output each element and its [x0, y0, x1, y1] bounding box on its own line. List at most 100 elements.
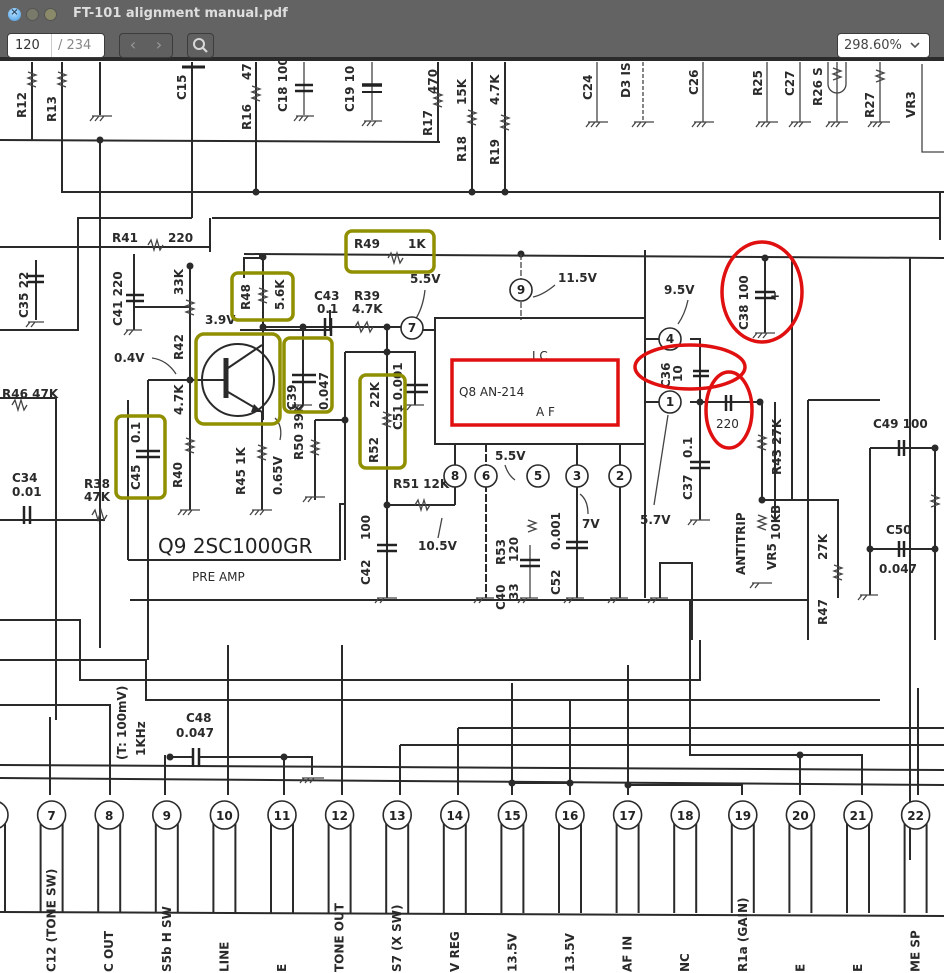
label-r16-val: 47: [240, 63, 254, 80]
chevron-down-icon: [909, 34, 921, 57]
previous-page-button[interactable]: ‹: [120, 34, 146, 57]
label-pre-amp: PRE AMP: [192, 570, 245, 584]
connector-function-label: E: [851, 964, 865, 972]
label-test-note: (T: 100mV): [115, 686, 129, 760]
label-c38: C38 100: [737, 275, 751, 330]
label-5.5v-top: 5.5V: [410, 272, 441, 286]
label-c35: C35 22: [17, 272, 31, 318]
connector-pin-label: 12: [331, 809, 348, 823]
current-page-input[interactable]: 120: [8, 34, 52, 57]
chevron-left-icon: ‹: [129, 35, 137, 54]
highlight-c36: [633, 343, 747, 391]
ic-pin-9: [509, 278, 533, 302]
label-c52-val: 0.001: [549, 512, 563, 550]
label-c36-val: 10: [671, 365, 685, 382]
label-r27: R27: [863, 92, 877, 118]
ic-pin-label: 3: [573, 469, 581, 483]
label-c36: C36: [659, 362, 673, 388]
label-10.5v: 10.5V: [418, 539, 458, 553]
connector-function-label: S7 (X SW): [390, 905, 404, 972]
highlight-r52: [358, 373, 407, 470]
label-r41: R41: [112, 231, 138, 245]
connector-function-label: LINE: [217, 942, 231, 972]
next-page-button[interactable]: ›: [146, 34, 172, 57]
zoom-level-select[interactable]: 298.60%: [837, 33, 930, 58]
connector-function-label: C12 (TONE SW): [45, 869, 59, 972]
connector-function-label: V REG: [448, 931, 462, 972]
search-button[interactable]: [187, 33, 214, 58]
zoom-level-value: 298.60%: [844, 38, 902, 53]
label-r51: R51 12K: [393, 477, 450, 491]
label-11.5v: 11.5V: [558, 271, 598, 285]
label-r12: R12: [15, 92, 29, 118]
label-c19: C19 10: [343, 66, 357, 112]
maximize-window-button[interactable]: [44, 8, 57, 21]
label-c50-val: 0.047: [879, 562, 917, 576]
label-r39-val: 4.7K: [352, 302, 383, 316]
label-r19-val: 4.7K: [488, 74, 502, 105]
title-bar: × FT-101 alignment manual.pdf: [0, 0, 944, 30]
page-number-field[interactable]: 120 / 234: [7, 33, 105, 58]
connector-pin-12: [324, 800, 355, 830]
page-navigation: ‹ ›: [119, 33, 173, 58]
close-icon: ×: [10, 7, 19, 18]
label-r46: R46 47K: [2, 387, 59, 401]
label-c43: C43: [314, 289, 340, 303]
minimize-window-button[interactable]: [26, 8, 39, 21]
connector-pin-14: [439, 800, 470, 830]
label-r18-val: 15K: [455, 78, 469, 105]
label-r43: R43 27K: [770, 418, 784, 475]
label-r41-val: 220: [168, 231, 193, 245]
label-r13: R13: [45, 96, 59, 122]
label-r52: R52: [367, 437, 381, 463]
label-r40: R40: [171, 462, 185, 488]
label-r48: R48: [239, 284, 253, 310]
connector-pin-label: 17: [619, 809, 636, 823]
connector-function-label: C OUT: [102, 930, 116, 972]
connector-pin-16: [555, 800, 585, 830]
label-c24: C24: [581, 74, 595, 100]
connector-pin-22: [900, 800, 931, 830]
ic-pin-3: [565, 464, 589, 488]
highlight-c38: [720, 240, 804, 344]
label-c37-val: 0.1: [681, 437, 695, 458]
connector-strip: 678910111213141516171819202122C12 (TONE …: [0, 800, 944, 972]
label-c41: C41 220: [111, 271, 125, 326]
highlight-c45: [114, 414, 167, 500]
label-antitrip: ANTITRIP: [734, 512, 748, 575]
chevron-right-icon: ›: [155, 35, 163, 54]
label-c45: C45: [129, 464, 143, 490]
label-r38-val: 47K: [84, 490, 111, 504]
label-c40-val: 33: [507, 583, 521, 600]
label-r25: R25: [751, 70, 765, 96]
connector-pin-9: [152, 800, 182, 830]
label-0.65v: 0.65V: [271, 455, 285, 495]
label-c48-val: 0.047: [176, 726, 214, 740]
label-c48: C48: [186, 711, 212, 725]
label-c50: C50: [886, 523, 912, 537]
label-9.5v: 9.5V: [664, 283, 695, 297]
label-c39-val: 0.047: [317, 372, 331, 410]
ic-pin-label: 1: [666, 395, 674, 409]
toolbar-divider: [0, 57, 944, 61]
label-r40-val: 4.7K: [172, 384, 186, 415]
connector-pin-19: [727, 800, 758, 830]
connector-pin-label: 19: [734, 809, 751, 823]
ic-pin-1: [658, 390, 682, 414]
connector-function-label: ME SP: [909, 930, 923, 972]
label-r49: R49: [354, 237, 380, 251]
label-d3: D3 IS: [619, 62, 633, 98]
highlight-r48: [230, 271, 295, 322]
label-c51: C51 0.001: [391, 362, 405, 430]
document-view[interactable]: R12 R13 C15 R16 47 C18 100 C19 10 R17 47…: [0, 61, 944, 973]
connector-pin-label: 9: [163, 809, 171, 823]
label-r49-val: 1K: [408, 237, 426, 251]
label-r53: R53: [494, 539, 508, 565]
label-vr3: VR3: [904, 91, 918, 118]
connector-pin-label: 14: [446, 809, 463, 823]
close-window-button[interactable]: ×: [8, 7, 21, 21]
connector-pin-10: [209, 800, 240, 830]
connector-pin-17: [612, 800, 643, 830]
label-r38: R38: [84, 477, 110, 491]
label-r48-val: 5.6K: [273, 279, 287, 310]
